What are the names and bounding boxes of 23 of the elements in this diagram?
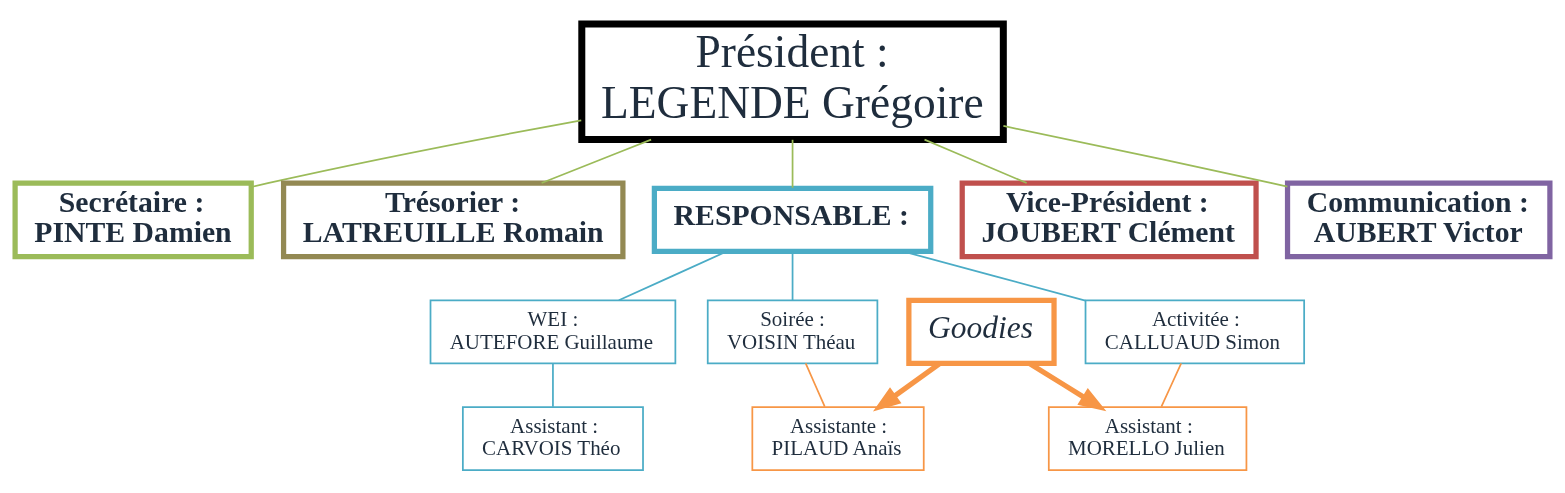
connector (1002, 124, 1289, 188)
node-box: Vice-Président : JOUBERT Clément (959, 180, 1259, 259)
node-box: Assistant : CARVOIS Théo (462, 405, 644, 471)
connector (540, 138, 652, 184)
node-box: WEI : AUTEFORE Guillaume (429, 298, 677, 364)
connector (804, 362, 826, 407)
connector (552, 362, 554, 407)
node-box: Trésorier : LATREUILLE Romain (280, 180, 626, 259)
node-box: Président : LEGENDE Grégoire (578, 20, 1007, 143)
connector (923, 138, 1028, 184)
node-box: Assistante : PILAUD Anaïs (751, 405, 925, 471)
connector (1160, 362, 1183, 407)
connector (791, 138, 794, 189)
connector (902, 250, 1087, 301)
node-box: Assistant : MORELLO Julien (1047, 405, 1248, 471)
node-box: Communication : AUBERT Victor (1284, 180, 1553, 259)
arrow (1028, 360, 1107, 411)
connector (250, 118, 583, 188)
node-box: Soirée : VOISIN Théau (706, 298, 879, 364)
node-box: Goodies (906, 297, 1057, 366)
node-box: RESPONSABLE : (651, 185, 934, 254)
node-box: Secrétaire : PINTE Damien (12, 180, 254, 259)
node-box: Activitée : CALLUAUD Simon (1084, 298, 1306, 364)
